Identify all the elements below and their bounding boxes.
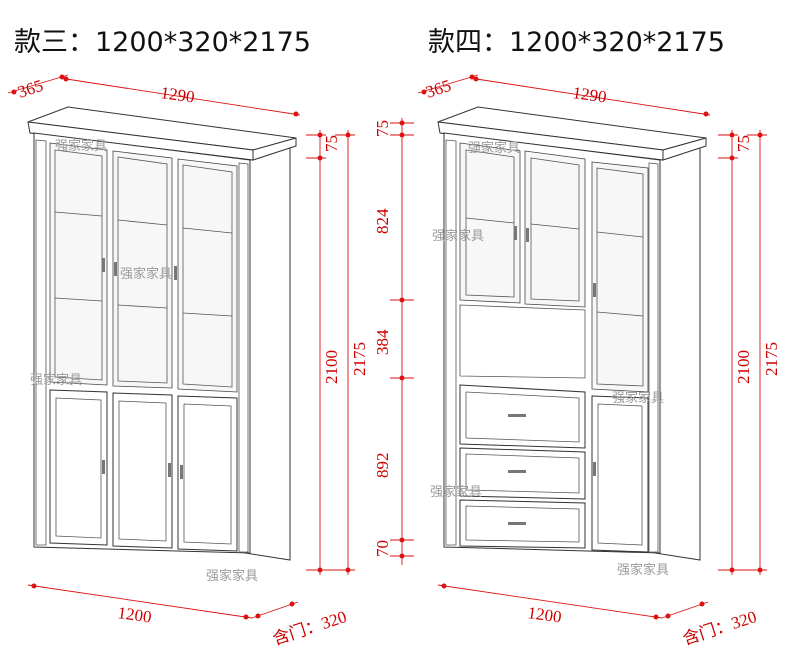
right-total-height-label: 2175 (762, 342, 781, 376)
right-depth-label: 365 (423, 76, 453, 102)
left-width-label: 1200 (116, 603, 152, 627)
handle-icon (514, 226, 517, 240)
handle-icon (174, 266, 177, 280)
watermark: 强家家具 (430, 484, 482, 500)
right-plinth-label: 70 (373, 540, 392, 557)
left-glass-door-3 (177, 158, 238, 393)
handle-icon (102, 258, 105, 272)
right-glass-door-1 (459, 142, 521, 304)
left-cabinet-side (244, 144, 291, 561)
left-cabinet (27, 106, 297, 561)
left-total-height-label: 2175 (350, 342, 369, 376)
drawer-pull-icon (508, 470, 526, 473)
handle-icon (180, 465, 183, 479)
right-cabinet-side (654, 144, 701, 561)
right-top-width-label: 1290 (571, 83, 607, 107)
watermark: 强家家具 (432, 228, 484, 244)
watermark: 强家家具 (55, 138, 107, 154)
left-lower-door-3 (177, 395, 238, 552)
right-drawer-height-label: 892 (373, 453, 392, 479)
left-door-depth-label: 含门：320 (270, 607, 349, 649)
watermark: 强家家具 (206, 568, 258, 584)
left-lower-door-1 (49, 389, 108, 546)
right-dimensions (390, 74, 767, 620)
watermark: 强家家具 (30, 372, 82, 388)
right-lower-door (591, 395, 649, 553)
left-dimensions (7, 74, 355, 620)
right-cabinet (437, 106, 707, 561)
handle-icon (593, 462, 596, 476)
left-depth-label: 365 (15, 76, 45, 102)
watermark: 强家家具 (468, 140, 520, 156)
watermark: 强家家具 (612, 390, 664, 406)
right-open-height-label: 384 (373, 329, 392, 355)
left-glass-door-1 (49, 142, 108, 386)
right-body-height-label: 2100 (734, 350, 753, 384)
right-door-depth-label: 含门：320 (680, 607, 759, 649)
right-glass-height-label: 824 (373, 208, 392, 234)
right-glass-door-3 (591, 161, 649, 393)
left-glass-door-2 (112, 150, 173, 389)
handle-icon (526, 228, 529, 242)
right-cornice-right-label: 75 (734, 135, 753, 152)
left-cornice-label: 75 (322, 135, 341, 152)
handle-icon (114, 262, 117, 276)
right-glass-door-2 (524, 150, 586, 308)
right-cornice-side (662, 137, 707, 161)
left-body-height-label: 2100 (322, 350, 341, 384)
handle-icon (168, 463, 171, 477)
right-width-label: 1200 (526, 603, 562, 627)
drawer-pull-icon (508, 522, 526, 525)
left-cornice-side (252, 137, 297, 161)
left-title: 款三：1200*320*2175 (14, 27, 311, 58)
handle-icon (593, 283, 596, 297)
watermark: 强家家具 (617, 562, 669, 578)
drawer-pull-icon (508, 414, 526, 417)
right-title: 款四：1200*320*2175 (428, 27, 725, 58)
left-lower-door-2 (112, 392, 173, 549)
right-cornice-left-label: 75 (373, 120, 392, 137)
left-top-width-label: 1290 (159, 83, 195, 107)
right-drawer-2 (459, 447, 586, 500)
watermark: 强家家具 (120, 266, 172, 282)
handle-icon (102, 460, 105, 474)
